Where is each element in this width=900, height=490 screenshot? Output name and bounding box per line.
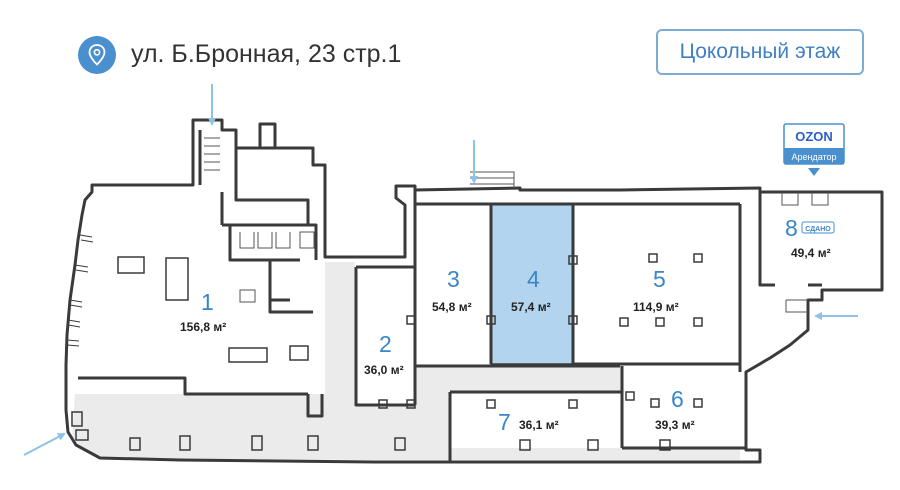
room-8-area: 49,4 м² — [791, 246, 831, 260]
columns — [71, 253, 703, 451]
room-3-area: 54,8 м² — [432, 300, 472, 314]
room-labels: 1 156,8 м² 2 36,0 м² 3 54,8 м² 4 57,4 м²… — [180, 215, 831, 435]
room-2-area: 36,0 м² — [364, 363, 404, 377]
room-4-area: 57,4 м² — [511, 300, 551, 314]
rented-label: СДАНО — [805, 226, 831, 233]
room-5-number: 5 — [653, 266, 666, 292]
room-1-area: 156,8 м² — [180, 320, 226, 334]
room-1-number: 1 — [201, 289, 214, 315]
windows — [66, 234, 94, 347]
location-pin-icon — [88, 44, 106, 66]
entrance-arrows — [23, 84, 858, 456]
room-2-number: 2 — [379, 331, 392, 357]
tenant-badge: OZON Арендатор — [783, 123, 845, 176]
walls — [64, 118, 884, 464]
tenant-brand: OZON — [795, 129, 833, 144]
room-6-area: 39,3 м² — [655, 418, 695, 432]
rented-badge: СДАНО — [801, 221, 835, 234]
room-3-number: 3 — [447, 266, 460, 292]
location-pin — [78, 36, 116, 74]
room-8-number: 8 — [785, 215, 798, 241]
room-5-area: 114,9 м² — [633, 300, 679, 314]
floor-button[interactable]: Цокольный этаж — [656, 29, 864, 75]
corridor — [72, 262, 740, 460]
tenant-label: Арендатор — [791, 152, 836, 162]
entrance-arrow-icon — [23, 433, 66, 456]
room-4-number: 4 — [527, 266, 540, 292]
address-title: ул. Б.Бронная, 23 стр.1 — [131, 40, 402, 68]
room-7-area: 36,1 м² — [519, 418, 559, 432]
room-7-number: 7 — [498, 409, 511, 435]
room-6-number: 6 — [671, 386, 684, 412]
